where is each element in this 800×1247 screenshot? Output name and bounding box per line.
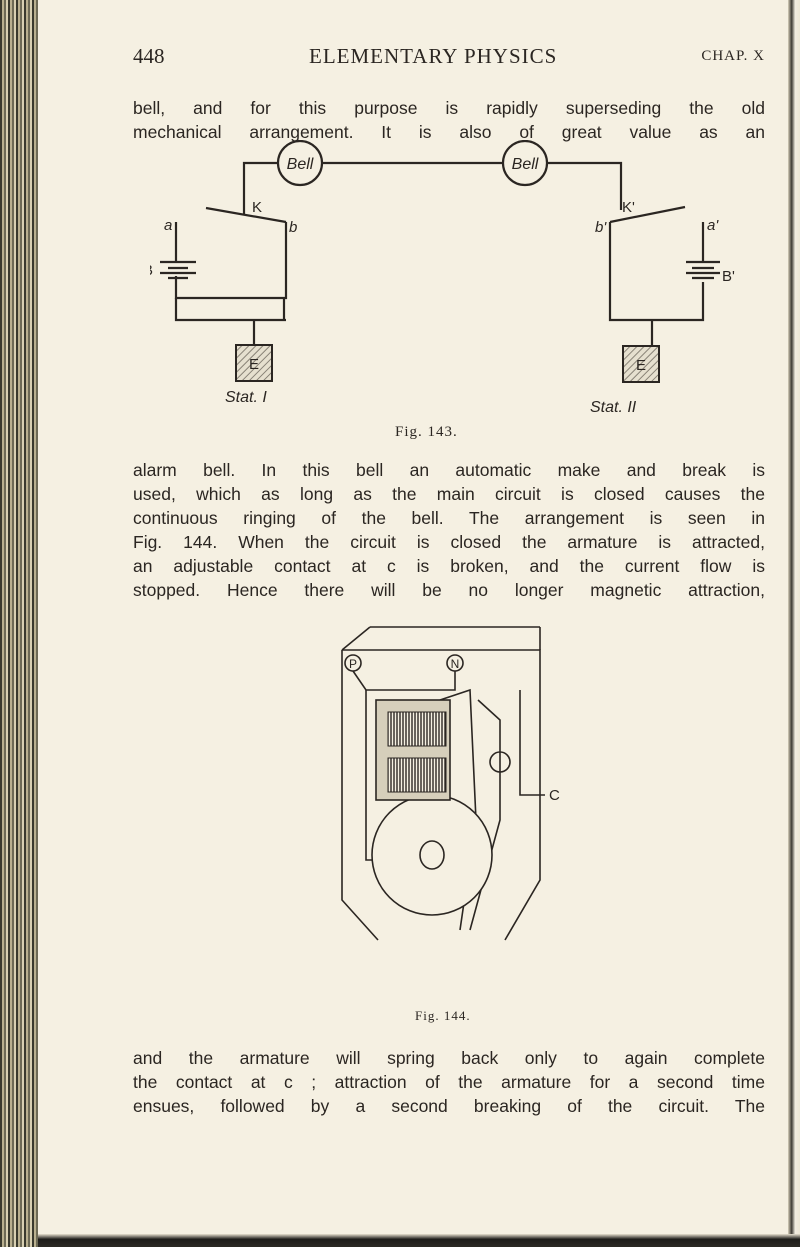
bell-right-label: Bell (512, 156, 539, 173)
earth-right-label: E (636, 357, 646, 374)
battery-b-prime-label: B' (722, 268, 735, 285)
contact-b-prime-label: b' (595, 219, 607, 236)
text-line: an adjustable contact at c is broken, an… (133, 556, 765, 576)
paragraph-2: alarm bell. In this bell an automatic ma… (133, 458, 765, 602)
earth-plate-left (235, 344, 273, 382)
terminal-n-label: N (451, 657, 460, 671)
bell-left-label: Bell (287, 156, 314, 173)
lower-coil (387, 757, 447, 793)
page-number: 448 (133, 44, 165, 68)
key-k-prime-label: K' (622, 199, 635, 216)
text-line: Fig. 144. When the circuit is closed the… (133, 532, 765, 552)
paragraph-1: bell, and for this purpose is rapidly su… (133, 96, 765, 144)
contact-a-prime-label: a' (707, 217, 719, 234)
page-right-edge (788, 0, 800, 1247)
station-1-label: Stat. I (225, 389, 267, 406)
contact-c-label: C (549, 787, 560, 804)
figure-144-caption: Fig. 144. (415, 1008, 471, 1023)
upper-coil (387, 711, 447, 747)
figure-143-circuit-diagram: Bell Bell K K' a b b' a' B B' E E Stat. … (150, 140, 735, 416)
figure-143-caption: Fig. 143. (395, 424, 458, 440)
text-line: bell, and for this purpose is rapidly su… (133, 98, 765, 118)
running-header: 448 ELEMENTARY PHYSICS CHAP. X (133, 44, 765, 70)
terminal-p-label: P (349, 657, 357, 671)
battery-b-label: B (150, 262, 153, 279)
page-bottom-edge (38, 1234, 800, 1247)
book-binding-edge (0, 0, 38, 1247)
contact-b-label: b (289, 219, 297, 236)
contact-a-label: a (164, 217, 172, 234)
text-line: ensues, followed by a second breaking of… (133, 1096, 765, 1116)
earth-left-label: E (249, 356, 259, 373)
text-line: the contact at c ; attraction of the arm… (133, 1072, 765, 1092)
paragraph-3: and the armature will spring back only t… (133, 1046, 765, 1118)
chapter-label: CHAP. X (701, 48, 765, 64)
text-line: stopped. Hence there will be no longer m… (133, 580, 765, 600)
text-line: used, which as long as the main circuit … (133, 484, 765, 504)
station-2-label: Stat. II (590, 399, 637, 416)
figure-144-electric-bell-diagram: P N C (341, 626, 560, 941)
text-line: and the armature will spring back only t… (133, 1048, 765, 1068)
text-line: alarm bell. In this bell an automatic ma… (133, 460, 765, 480)
earth-plate-right (622, 345, 660, 383)
running-title: ELEMENTARY PHYSICS (309, 44, 558, 68)
text-line: continuous ringing of the bell. The arra… (133, 508, 765, 528)
text-line: mechanical arrangement. It is also of gr… (133, 122, 765, 142)
key-k-label: K (252, 199, 262, 216)
